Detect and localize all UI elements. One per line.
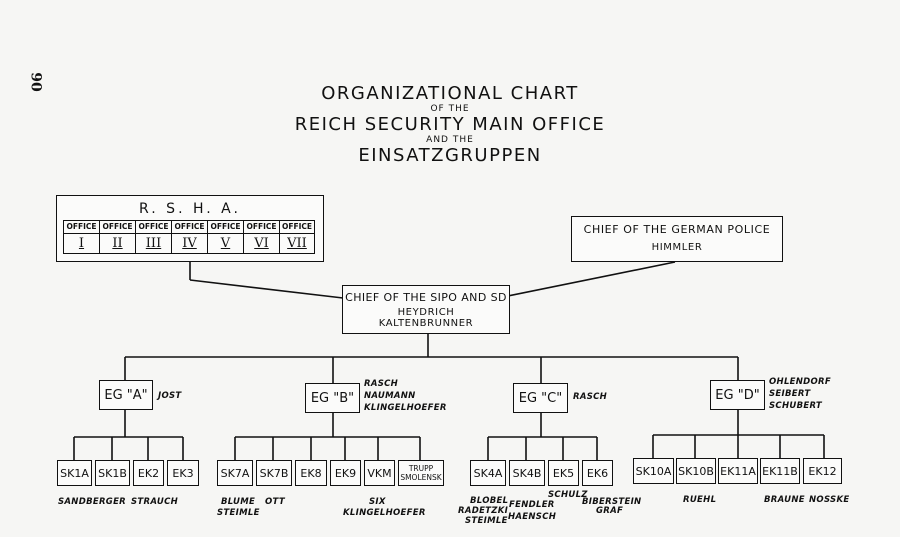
commander-blobel: BLOBEL (470, 496, 509, 506)
group-d-box: EG "D" (710, 380, 765, 410)
group-b-box: EG "B" (305, 383, 360, 413)
german-police-chief-title: CHIEF OF THE GERMAN POLICE (583, 223, 771, 236)
title-line-4: AND THE (426, 135, 474, 145)
unit-sk1a: SK1A (57, 460, 92, 486)
group-b-label: EG "B" (310, 390, 355, 406)
rsha-title: R. S. H. A. (139, 201, 241, 217)
unit-sk1b: SK1B (95, 460, 130, 486)
commander-radetzki: RADETZKI (458, 506, 509, 516)
german-police-chief-box: CHIEF OF THE GERMAN POLICE HIMMLER (571, 216, 783, 262)
commander-steimle-1: STEIMLE (217, 508, 260, 518)
commander-six: SIX (369, 497, 386, 507)
commander-biberstein: BIBERSTEIN (582, 497, 642, 507)
commander-graf: GRAF (596, 506, 624, 516)
commander-steimle-2: STEIMLE (465, 516, 508, 526)
commander-ott: OTT (265, 497, 285, 507)
sipo-sd-chief-name-1: HEYDRICH (397, 307, 455, 318)
unit-ek11a: EK11A (718, 458, 758, 484)
commander-ruehl: RUEHL (683, 495, 717, 505)
sipo-sd-chief-name-2: KALTENBRUNNER (378, 318, 474, 329)
unit-vkm: VKM (364, 460, 395, 486)
unit-ek6: EK6 (582, 460, 613, 486)
unit-ek11b: EK11B (760, 458, 800, 484)
commander-nosske: NOSSKE (809, 495, 850, 505)
unit-sk4b: SK4B (509, 460, 545, 486)
unit-sk10b: SK10B (676, 458, 716, 484)
group-d-leaders: OHLENDORF SEIBERT SCHUBERT (769, 376, 831, 412)
commander-schulz: SCHULZ (548, 490, 588, 500)
unit-sk7a: SK7A (217, 460, 253, 486)
unit-sk10a: SK10A (633, 458, 674, 484)
unit-ek2: EK2 (133, 460, 164, 486)
unit-ek3: EK3 (167, 460, 199, 486)
unit-ek8: EK8 (295, 460, 327, 486)
title-line-5: EINSATZGRUPPEN (358, 145, 542, 166)
unit-ek12: EK12 (803, 458, 842, 484)
commander-haensch: HAENSCH (508, 512, 557, 522)
group-c-box: EG "C" (513, 383, 568, 413)
sipo-sd-chief-box: CHIEF OF THE SIPO AND SD HEYDRICH KALTEN… (342, 285, 510, 334)
unit-sk4a: SK4A (470, 460, 506, 486)
unit-ek5: EK5 (548, 460, 579, 486)
title-line-1: ORGANIZATIONAL CHART (321, 83, 579, 104)
group-c-leader: RASCH (573, 392, 608, 402)
sipo-sd-chief-title: CHIEF OF THE SIPO AND SD (345, 291, 507, 304)
commander-fendler: FENDLER (509, 500, 555, 510)
group-a-box: EG "A" (99, 380, 153, 410)
group-b-leader-2: NAUMANN (364, 391, 416, 401)
commander-klingelhoefer: KLINGELHOEFER (343, 508, 426, 518)
group-b-leader-3: KLINGELHOEFER (364, 403, 447, 413)
group-a-label: EG "A" (104, 387, 148, 403)
commander-blume: BLUME (221, 497, 256, 507)
commander-sandberger: SANDBERGER (58, 497, 127, 507)
german-police-chief-name: HIMMLER (651, 242, 703, 253)
commander-strauch: STRAUCH (131, 497, 179, 507)
unit-sk7b: SK7B (256, 460, 292, 486)
group-d-label: EG "D" (715, 387, 760, 403)
title-line-3: REICH SECURITY MAIN OFFICE (294, 114, 606, 135)
group-d-leader-1: OHLENDORF (769, 377, 832, 387)
title-line-2: OF THE (430, 104, 470, 114)
group-d-leader-2: SEIBERT (769, 389, 811, 399)
group-c-label: EG "C" (518, 390, 563, 406)
unit-trupp-smolensk: TRUPP SMOLENSK (398, 460, 444, 486)
commander-braune: BRAUNE (764, 495, 805, 505)
group-b-leaders: RASCH NAUMANN KLINGELHOEFER (364, 378, 447, 414)
chart-title: ORGANIZATIONAL CHART OF THE REICH SECURI… (250, 84, 650, 166)
group-a-leader: JOST (158, 391, 182, 401)
unit-ek9: EK9 (330, 460, 361, 486)
group-b-leader-1: RASCH (364, 379, 399, 389)
group-d-leader-3: SCHUBERT (769, 401, 823, 411)
